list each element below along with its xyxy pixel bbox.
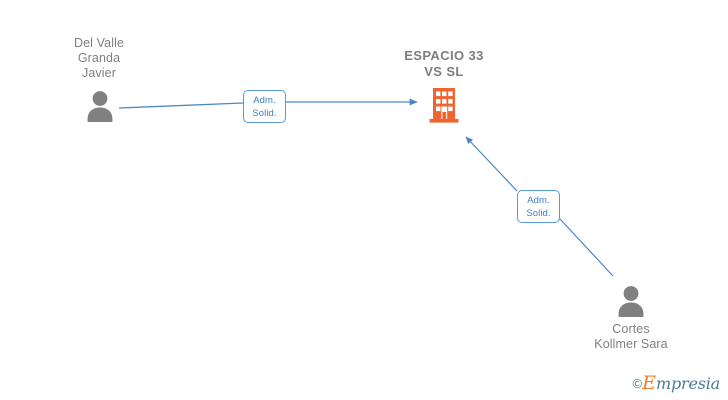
watermark-brand-initial: E	[642, 372, 656, 394]
watermark-empresia: ©Empresia	[632, 372, 721, 394]
edge-label-del-valle-to-espacio[interactable]: Adm. Solid.	[243, 90, 286, 123]
node-label-company-espacio-33: ESPACIO 33 VS SL	[404, 48, 484, 79]
watermark-brand-rest: mpresia	[656, 374, 720, 393]
copyright-icon: ©	[632, 376, 643, 391]
building-icon[interactable]	[429, 88, 459, 124]
node-label-person-del-valle: Del Valle Granda Javier	[74, 36, 124, 80]
person-icon[interactable]	[614, 283, 648, 317]
edge-label-cortes-to-espacio[interactable]: Adm. Solid.	[517, 190, 560, 223]
node-label-person-cortes: Cortes Kollmer Sara	[594, 322, 668, 351]
person-icon[interactable]	[83, 88, 117, 122]
